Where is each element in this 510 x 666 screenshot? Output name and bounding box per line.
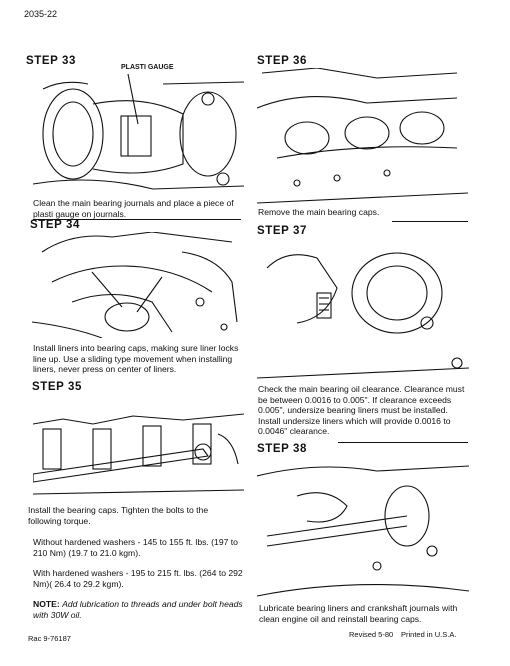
step-37-text: Check the main bearing oil clearance. Cl… bbox=[258, 384, 465, 436]
step-35-illustration bbox=[33, 394, 244, 502]
main-bearing-caps-illustration bbox=[257, 68, 468, 204]
divider bbox=[338, 442, 468, 443]
step-36-illustration bbox=[257, 68, 468, 206]
oil-clearance-check-illustration bbox=[257, 252, 469, 379]
step-37-label: STEP 37 bbox=[257, 225, 308, 237]
note-label: NOTE: bbox=[33, 599, 60, 609]
lubricate-bearings-illustration bbox=[257, 465, 469, 597]
step-36-text: Remove the main bearing caps. bbox=[258, 207, 380, 217]
divider bbox=[33, 219, 241, 220]
footer-printed: Printed in U.S.A. bbox=[401, 630, 457, 639]
divider bbox=[392, 221, 468, 222]
step-38-text: Lubricate bearing liners and crankshaft … bbox=[259, 603, 458, 624]
footer-revised: Revised 5-80 bbox=[349, 630, 394, 639]
step-34-text: Install liners into bearing caps, making… bbox=[33, 343, 239, 374]
step-33-text: Clean the main bearing journals and plac… bbox=[33, 198, 234, 219]
step-36-label: STEP 36 bbox=[257, 55, 308, 67]
step-33-label: STEP 33 bbox=[26, 55, 77, 67]
step-38-label: STEP 38 bbox=[257, 443, 308, 455]
footer-reference: Rac 9-76187 bbox=[28, 634, 71, 643]
step-35-label: STEP 35 bbox=[32, 381, 83, 393]
step-37-illustration bbox=[257, 238, 469, 382]
step-38-illustration bbox=[257, 456, 469, 599]
torque-wrench-illustration bbox=[33, 413, 244, 495]
crankshaft-journal-illustration bbox=[33, 74, 244, 190]
torque-with-washers: With hardened washers - 195 to 215 ft. l… bbox=[33, 568, 243, 589]
plasti-gauge-callout: PLASTI GAUGE bbox=[121, 64, 174, 71]
step-35-text: Install the bearing caps. Tighten the bo… bbox=[28, 505, 209, 526]
note-text: Add lubrication to threads and under bol… bbox=[33, 599, 243, 620]
document-number: 2035-22 bbox=[24, 9, 58, 19]
step-33-illustration bbox=[33, 74, 244, 196]
bearing-liner-illustration bbox=[32, 232, 238, 338]
step-34-illustration bbox=[32, 232, 244, 338]
step-34-label: STEP 34 bbox=[30, 219, 81, 231]
lubrication-note: NOTE: Add lubrication to threads and und… bbox=[33, 599, 245, 620]
torque-without-washers: Without hardened washers - 145 to 155 ft… bbox=[33, 537, 238, 558]
